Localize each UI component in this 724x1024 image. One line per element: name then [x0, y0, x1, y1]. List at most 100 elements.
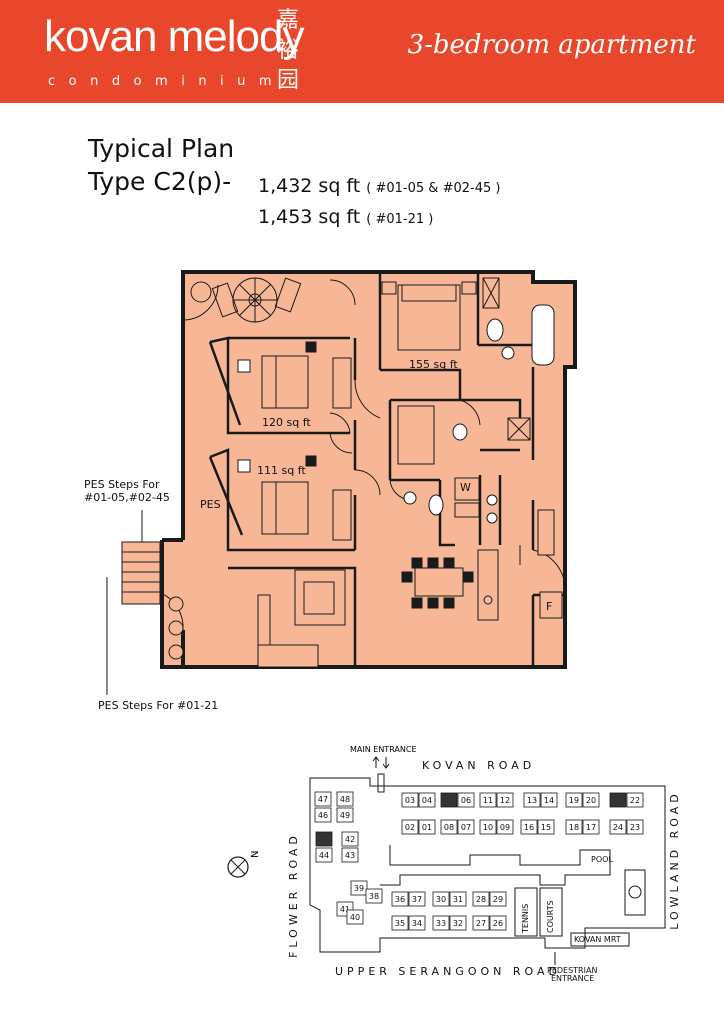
block-label-01: 01: [422, 823, 432, 832]
block-highlighted: [440, 792, 458, 808]
block-33: [432, 915, 450, 931]
block-24: [609, 819, 627, 835]
block-label-16: 16: [524, 823, 534, 832]
pool-label: POOL: [591, 855, 613, 864]
bedroom3-furniture: [237, 455, 352, 541]
north-label: N: [250, 851, 261, 858]
plan-title: Typical Plan Type C2(p)-: [88, 132, 234, 198]
block-26: [489, 915, 507, 931]
road-right-label: LOWLAND ROAD: [668, 790, 681, 929]
block-20: [582, 792, 600, 808]
room-master-size: 155 sq ft: [409, 358, 458, 371]
block-28: [472, 891, 490, 907]
block-34: [408, 915, 426, 931]
size2-value: 1,453 sq ft: [258, 206, 361, 228]
block-label-37: 37: [412, 895, 422, 904]
block-label-06: 06: [461, 796, 471, 805]
block-label-22: 22: [630, 796, 640, 805]
block-label-12: 12: [500, 796, 510, 805]
block-01: [418, 819, 436, 835]
chinese-name: 嘉裕园: [276, 8, 299, 93]
road-left-label: FLOWER ROAD: [287, 832, 300, 958]
block-48: [336, 791, 354, 807]
block-label-13: 13: [527, 796, 537, 805]
block-09: [496, 819, 514, 835]
block-label-03: 03: [405, 796, 415, 805]
site-features: [380, 845, 646, 965]
plan-title-line1: Typical Plan: [88, 134, 235, 163]
courts-label: COURTS: [546, 900, 555, 933]
entrance-arrows: [372, 756, 390, 793]
plan-fill: [162, 272, 575, 667]
block-label-08: 08: [444, 823, 454, 832]
pedestrian-label-1: PEDESTRIAN: [547, 966, 597, 975]
brand-subtitle: condominium: [48, 74, 286, 89]
plan-sizes: 1,432 sq ft ( #01-05 & #02-45 ) 1,453 sq…: [258, 172, 500, 234]
fridge-label: F: [546, 600, 552, 613]
plan-title-line2: Type C2(p)-: [88, 167, 232, 196]
floor-plan: 155 sq ft 120 sq ft 111 sq ft PES W F: [106, 270, 577, 695]
block-label-32: 32: [453, 919, 463, 928]
block-15: [537, 819, 555, 835]
common-bath: [397, 405, 531, 524]
block-02: [401, 819, 419, 835]
room-pes-label: PES: [200, 498, 221, 511]
bedroom2-furniture: [237, 341, 352, 409]
block-12: [496, 792, 514, 808]
block-highlighted: [315, 831, 333, 847]
block-13: [523, 792, 541, 808]
block-label-42: 42: [345, 835, 355, 844]
block-31: [449, 891, 467, 907]
block-label-33: 33: [436, 919, 446, 928]
master-bath: [486, 304, 555, 366]
block-label-10: 10: [483, 823, 493, 832]
block-label-34: 34: [412, 919, 422, 928]
room-bedroom3-size: 111 sq ft: [257, 464, 306, 477]
brand-logo: kovan melody: [44, 12, 304, 62]
size-line-1: 1,432 sq ft ( #01-05 & #02-45 ): [258, 172, 500, 203]
block-29: [489, 891, 507, 907]
site-plan: MAIN ENTRANCE KOVAN ROAD UPPER SERANGOON…: [227, 745, 681, 983]
size1-units: ( #01-05 & #02-45 ): [366, 181, 501, 196]
block-39: [350, 880, 368, 896]
block-label-48: 48: [340, 795, 350, 804]
kovan-mrt-label: KOVAN MRT: [574, 935, 621, 944]
block-36: [391, 891, 409, 907]
block-highlighted: [609, 792, 627, 808]
balcony-furniture: [190, 277, 302, 323]
block-label-26: 26: [493, 919, 503, 928]
block-label-07: 07: [461, 823, 471, 832]
block-label-28: 28: [476, 895, 486, 904]
block-label-30: 30: [436, 895, 446, 904]
block-label-43: 43: [345, 851, 355, 860]
block-19: [565, 792, 583, 808]
room-bedroom2-size: 120 sq ft: [262, 416, 311, 429]
brand-name-left: kovan: [44, 12, 157, 61]
outer-walls: [160, 270, 577, 669]
block-label-49: 49: [340, 811, 350, 820]
block-08: [440, 819, 458, 835]
site-boundary: [309, 777, 666, 953]
pes-steps-a-line2: #01-05,#02-45: [84, 491, 170, 504]
block-label-41: 41: [340, 905, 350, 914]
block-37: [408, 891, 426, 907]
block-label-29: 29: [493, 895, 503, 904]
interior-walls: [181, 272, 565, 667]
living-furniture: [257, 569, 346, 668]
block-46: [314, 807, 332, 823]
pes-steps: [106, 510, 184, 695]
block-14: [540, 792, 558, 808]
block-23: [626, 819, 644, 835]
master-bedroom-furniture: [381, 277, 500, 351]
pes-steps-label-b: PES Steps For #01-21: [98, 699, 219, 712]
block-06: [457, 792, 475, 808]
block-label-02: 02: [405, 823, 415, 832]
washer-label: W: [460, 481, 471, 494]
block-label-47: 47: [318, 795, 328, 804]
block-label-04: 04: [422, 796, 432, 805]
apartment-type-tagline: 3-bedroom apartment: [407, 30, 696, 60]
block-03: [401, 792, 419, 808]
block-label-35: 35: [395, 919, 405, 928]
block-label-44: 44: [319, 851, 329, 860]
